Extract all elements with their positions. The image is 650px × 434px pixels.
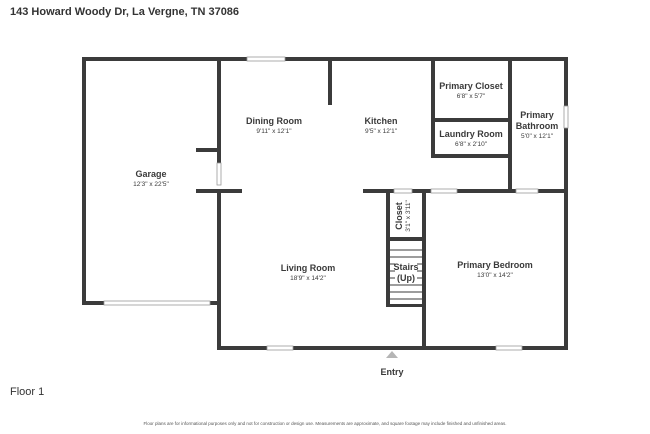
wall-bath-left — [508, 57, 512, 192]
property-address: 143 Howard Woody Dr, La Vergne, TN 37086 — [10, 6, 240, 18]
interior-walls — [196, 57, 568, 350]
room-dims-living: 18'9" x 14'2" — [290, 275, 326, 282]
wall-living-left — [217, 190, 221, 350]
room-dims-primary-closet: 6'8" x 5'7" — [457, 93, 486, 100]
room-name-kitchen: Kitchen — [364, 116, 397, 126]
door-closet — [393, 188, 413, 194]
room-name-laundry: Laundry Room — [439, 129, 503, 139]
room-dims-kitchen: 9'5" x 12'1" — [365, 128, 398, 135]
exterior-walls — [82, 57, 568, 350]
window-bedroom — [495, 345, 523, 351]
door-bedroom — [430, 188, 458, 194]
disclaimer-text: Floor plans are for informational purpos… — [143, 421, 507, 426]
garage-door — [103, 300, 211, 306]
room-name-stairs-2: (Up) — [397, 273, 415, 283]
wall-bedroom-left — [422, 189, 426, 350]
wall-stairs-bottom — [386, 304, 426, 307]
wall-kitchen-living — [363, 189, 568, 193]
door-garage — [216, 162, 222, 186]
entry-arrow-icon — [386, 351, 398, 358]
room-name-primary-bath-2: Bathroom — [516, 121, 559, 131]
wall-laundry-bottom — [431, 154, 511, 158]
room-dims-garage: 12'3" x 22'5" — [133, 181, 169, 188]
wall-garage-stub — [196, 148, 221, 152]
window-bath — [563, 105, 569, 129]
wall-closet-stairs — [386, 237, 426, 241]
window-dining — [246, 56, 286, 62]
room-dims-laundry: 6'8" x 2'10" — [455, 141, 488, 148]
room-name-living: Living Room — [281, 263, 336, 273]
wall-closet-laundry — [431, 118, 511, 122]
room-name-primary-closet: Primary Closet — [439, 81, 503, 91]
room-dims-closet: 3'1" x 3'11" — [405, 200, 412, 232]
window-living — [266, 345, 294, 351]
room-name-stairs-1: Stairs — [393, 262, 418, 272]
room-name-garage: Garage — [135, 169, 166, 179]
room-name-primary-bath-1: Primary — [520, 110, 554, 120]
room-dims-primary-bath: 5'0" x 12'1" — [521, 133, 554, 140]
room-name-primary-bedroom: Primary Bedroom — [457, 260, 533, 270]
door-bath — [515, 188, 539, 194]
wall-kitchen-closet — [431, 57, 435, 157]
entry-label: Entry — [380, 367, 403, 377]
room-dims-dining: 9'11" x 12'1" — [256, 128, 292, 135]
wall-dining-kitchen — [328, 57, 332, 105]
wall-bottom — [217, 346, 568, 350]
room-dims-primary-bedroom: 13'0" x 14'2" — [477, 272, 513, 279]
wall-garage-dining-upper — [217, 57, 221, 163]
wall-top — [82, 57, 568, 61]
wall-dining-living-left — [196, 189, 242, 193]
wall-left — [82, 57, 86, 305]
room-name-closet: Closet — [394, 202, 404, 230]
closet-label-group: Closet 3'1" x 3'11" — [394, 200, 412, 232]
wall-right — [564, 57, 568, 350]
stairs-label-bg — [395, 261, 417, 284]
room-name-dining: Dining Room — [246, 116, 302, 126]
wall-closet-left — [386, 189, 390, 307]
floor-label: Floor 1 — [10, 386, 45, 398]
windows — [103, 56, 569, 351]
